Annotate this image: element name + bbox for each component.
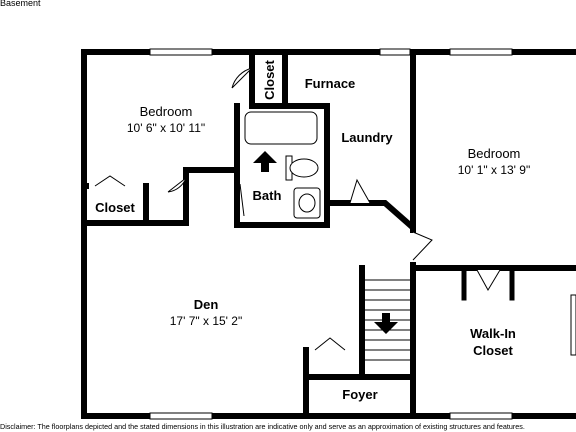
bedroom-right-name: Bedroom	[468, 146, 521, 161]
bedroom-left-dims: 10' 6" x 10' 11"	[127, 121, 205, 135]
stair-treads	[362, 279, 410, 361]
closet-top-name: Closet	[262, 59, 277, 99]
bath-fixtures	[244, 111, 321, 219]
bedroom-right-dims: 10' 1" x 13' 9"	[458, 163, 530, 177]
walkin-closet-name-1: Walk-In	[470, 326, 516, 341]
den-name: Den	[194, 297, 219, 312]
windows	[149, 48, 576, 420]
floor-title: Basement	[0, 0, 41, 8]
foyer-name: Foyer	[342, 387, 377, 402]
laundry-name: Laundry	[341, 130, 393, 145]
bath-name: Bath	[253, 188, 282, 203]
furnace-name: Furnace	[305, 76, 356, 91]
bedroom-left-name: Bedroom	[140, 104, 193, 119]
closet-left-name: Closet	[95, 200, 135, 215]
walkin-closet-name-2: Closet	[473, 343, 513, 358]
arrows	[253, 151, 398, 334]
doors	[94, 67, 515, 351]
den-dims: 17' 7" x 15' 2"	[170, 314, 242, 328]
disclaimer: Disclaimer: The floorplans depicted and …	[0, 422, 525, 431]
